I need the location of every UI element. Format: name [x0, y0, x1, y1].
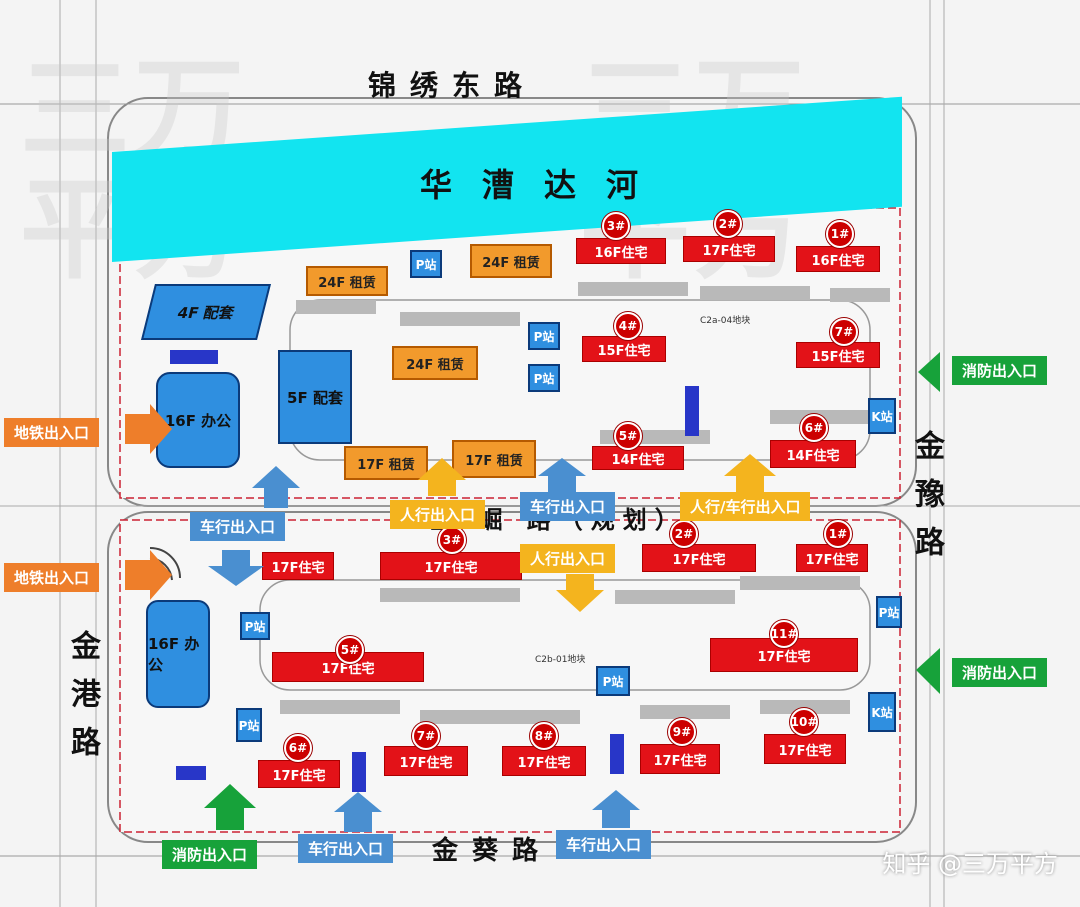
k-station: K站	[868, 692, 896, 732]
p-station: P站	[876, 596, 902, 628]
residential-building: 17F住宅	[796, 544, 868, 572]
metro-arrow	[125, 404, 172, 454]
road-north: 锦绣东路	[368, 69, 537, 102]
river-label: 华漕达河	[420, 166, 669, 204]
rental-building: 24F 租赁	[306, 266, 388, 296]
building-number-badge: 9#	[668, 718, 696, 746]
fire-arrow	[204, 784, 256, 830]
residential-building: 14F住宅	[770, 440, 856, 468]
p-station: P站	[236, 708, 262, 742]
residential-building: 15F住宅	[582, 336, 666, 362]
support-building-5f: 5F 配套	[278, 350, 352, 444]
building-number-badge: 3#	[602, 212, 630, 240]
pedestrian-entrance-label: 人行出入口	[390, 500, 486, 529]
vehicle-arrow	[592, 790, 640, 828]
credit-text: 知乎 @三万平方	[882, 850, 1058, 878]
p-station: P站	[528, 364, 560, 392]
p-station: P站	[240, 612, 270, 640]
vehicle-arrow	[538, 458, 586, 492]
building-number-badge: 5#	[336, 636, 364, 664]
pedestrian-entrance-label: 人行出入口	[520, 544, 616, 573]
residential-building: 17F住宅	[642, 544, 756, 572]
fire-entrance-label: 消防出入口	[952, 658, 1048, 687]
vehicle-arrow	[252, 466, 300, 508]
building-number-badge: 2#	[670, 520, 698, 548]
office-building-north: 16F 办公	[156, 372, 240, 468]
building-number-badge: 11#	[770, 620, 798, 648]
rental-building: 17F 租赁	[344, 446, 428, 480]
rental-building: 24F 租赁	[470, 244, 552, 278]
building-number-badge: 1#	[824, 520, 852, 548]
residential-building: 15F住宅	[796, 342, 880, 368]
residential-building: 16F住宅	[796, 246, 880, 272]
plot-label-south: C2b-01地块	[535, 655, 586, 665]
p-station: P站	[528, 322, 560, 350]
building-number-badge: 6#	[284, 734, 312, 762]
p-station: P站	[410, 250, 442, 278]
p-station: P站	[596, 666, 630, 696]
building-number-badge: 4#	[614, 312, 642, 340]
building-number-badge: 2#	[714, 210, 742, 238]
building-number-badge: 5#	[614, 422, 642, 450]
fire-arrow	[918, 352, 940, 392]
building-number-badge: 8#	[530, 722, 558, 750]
building-number-badge: 7#	[830, 318, 858, 346]
pedestrian-arrow	[556, 574, 604, 612]
pedestrian-arrow	[418, 458, 466, 496]
fire-entrance-label: 消防出入口	[162, 840, 258, 869]
rental-building: 17F 租赁	[452, 440, 536, 478]
metro-entrance-label: 地铁出入口	[4, 563, 100, 592]
building-number-badge: 10#	[790, 708, 818, 736]
fire-arrow	[916, 648, 940, 694]
vehicle-entrance-label: 车行出入口	[190, 512, 286, 541]
plot-label-north: C2a-04地块	[700, 316, 751, 326]
building-number-badge: 7#	[412, 722, 440, 750]
residential-building: 17F住宅	[272, 652, 424, 682]
vehicle-entrance-label: 车行出入口	[520, 492, 616, 521]
residential-building: 17F住宅	[640, 744, 720, 774]
metro-entrance-label: 地铁出入口	[4, 418, 100, 447]
office-building-south: 16F 办公	[146, 600, 210, 708]
building-number-badge: 3#	[438, 526, 466, 554]
road-south: 金葵路	[432, 836, 553, 866]
vehicle-entrance-label: 车行出入口	[298, 834, 394, 863]
k-station: K站	[868, 398, 896, 434]
building-number-badge: 1#	[826, 220, 854, 248]
vehicle-entrance-label: 车行出入口	[556, 830, 652, 859]
vehicle-arrow	[208, 550, 264, 586]
residential-building: 17F住宅	[262, 552, 334, 580]
pedestrian-vehicle-entrance-label: 人行/车行出入口	[680, 492, 811, 521]
fire-entrance-label: 消防出入口	[952, 356, 1048, 385]
residential-building: 17F住宅	[384, 746, 468, 776]
building-number-badge: 6#	[800, 414, 828, 442]
rental-building: 24F 租赁	[392, 346, 478, 380]
residential-building: 14F住宅	[592, 446, 684, 470]
metro-arrow	[125, 550, 172, 600]
pedestrian-arrow	[724, 454, 776, 492]
vehicle-arrow	[334, 792, 382, 832]
road-west: 金港路	[65, 630, 100, 774]
road-east: 金豫路	[909, 430, 944, 574]
